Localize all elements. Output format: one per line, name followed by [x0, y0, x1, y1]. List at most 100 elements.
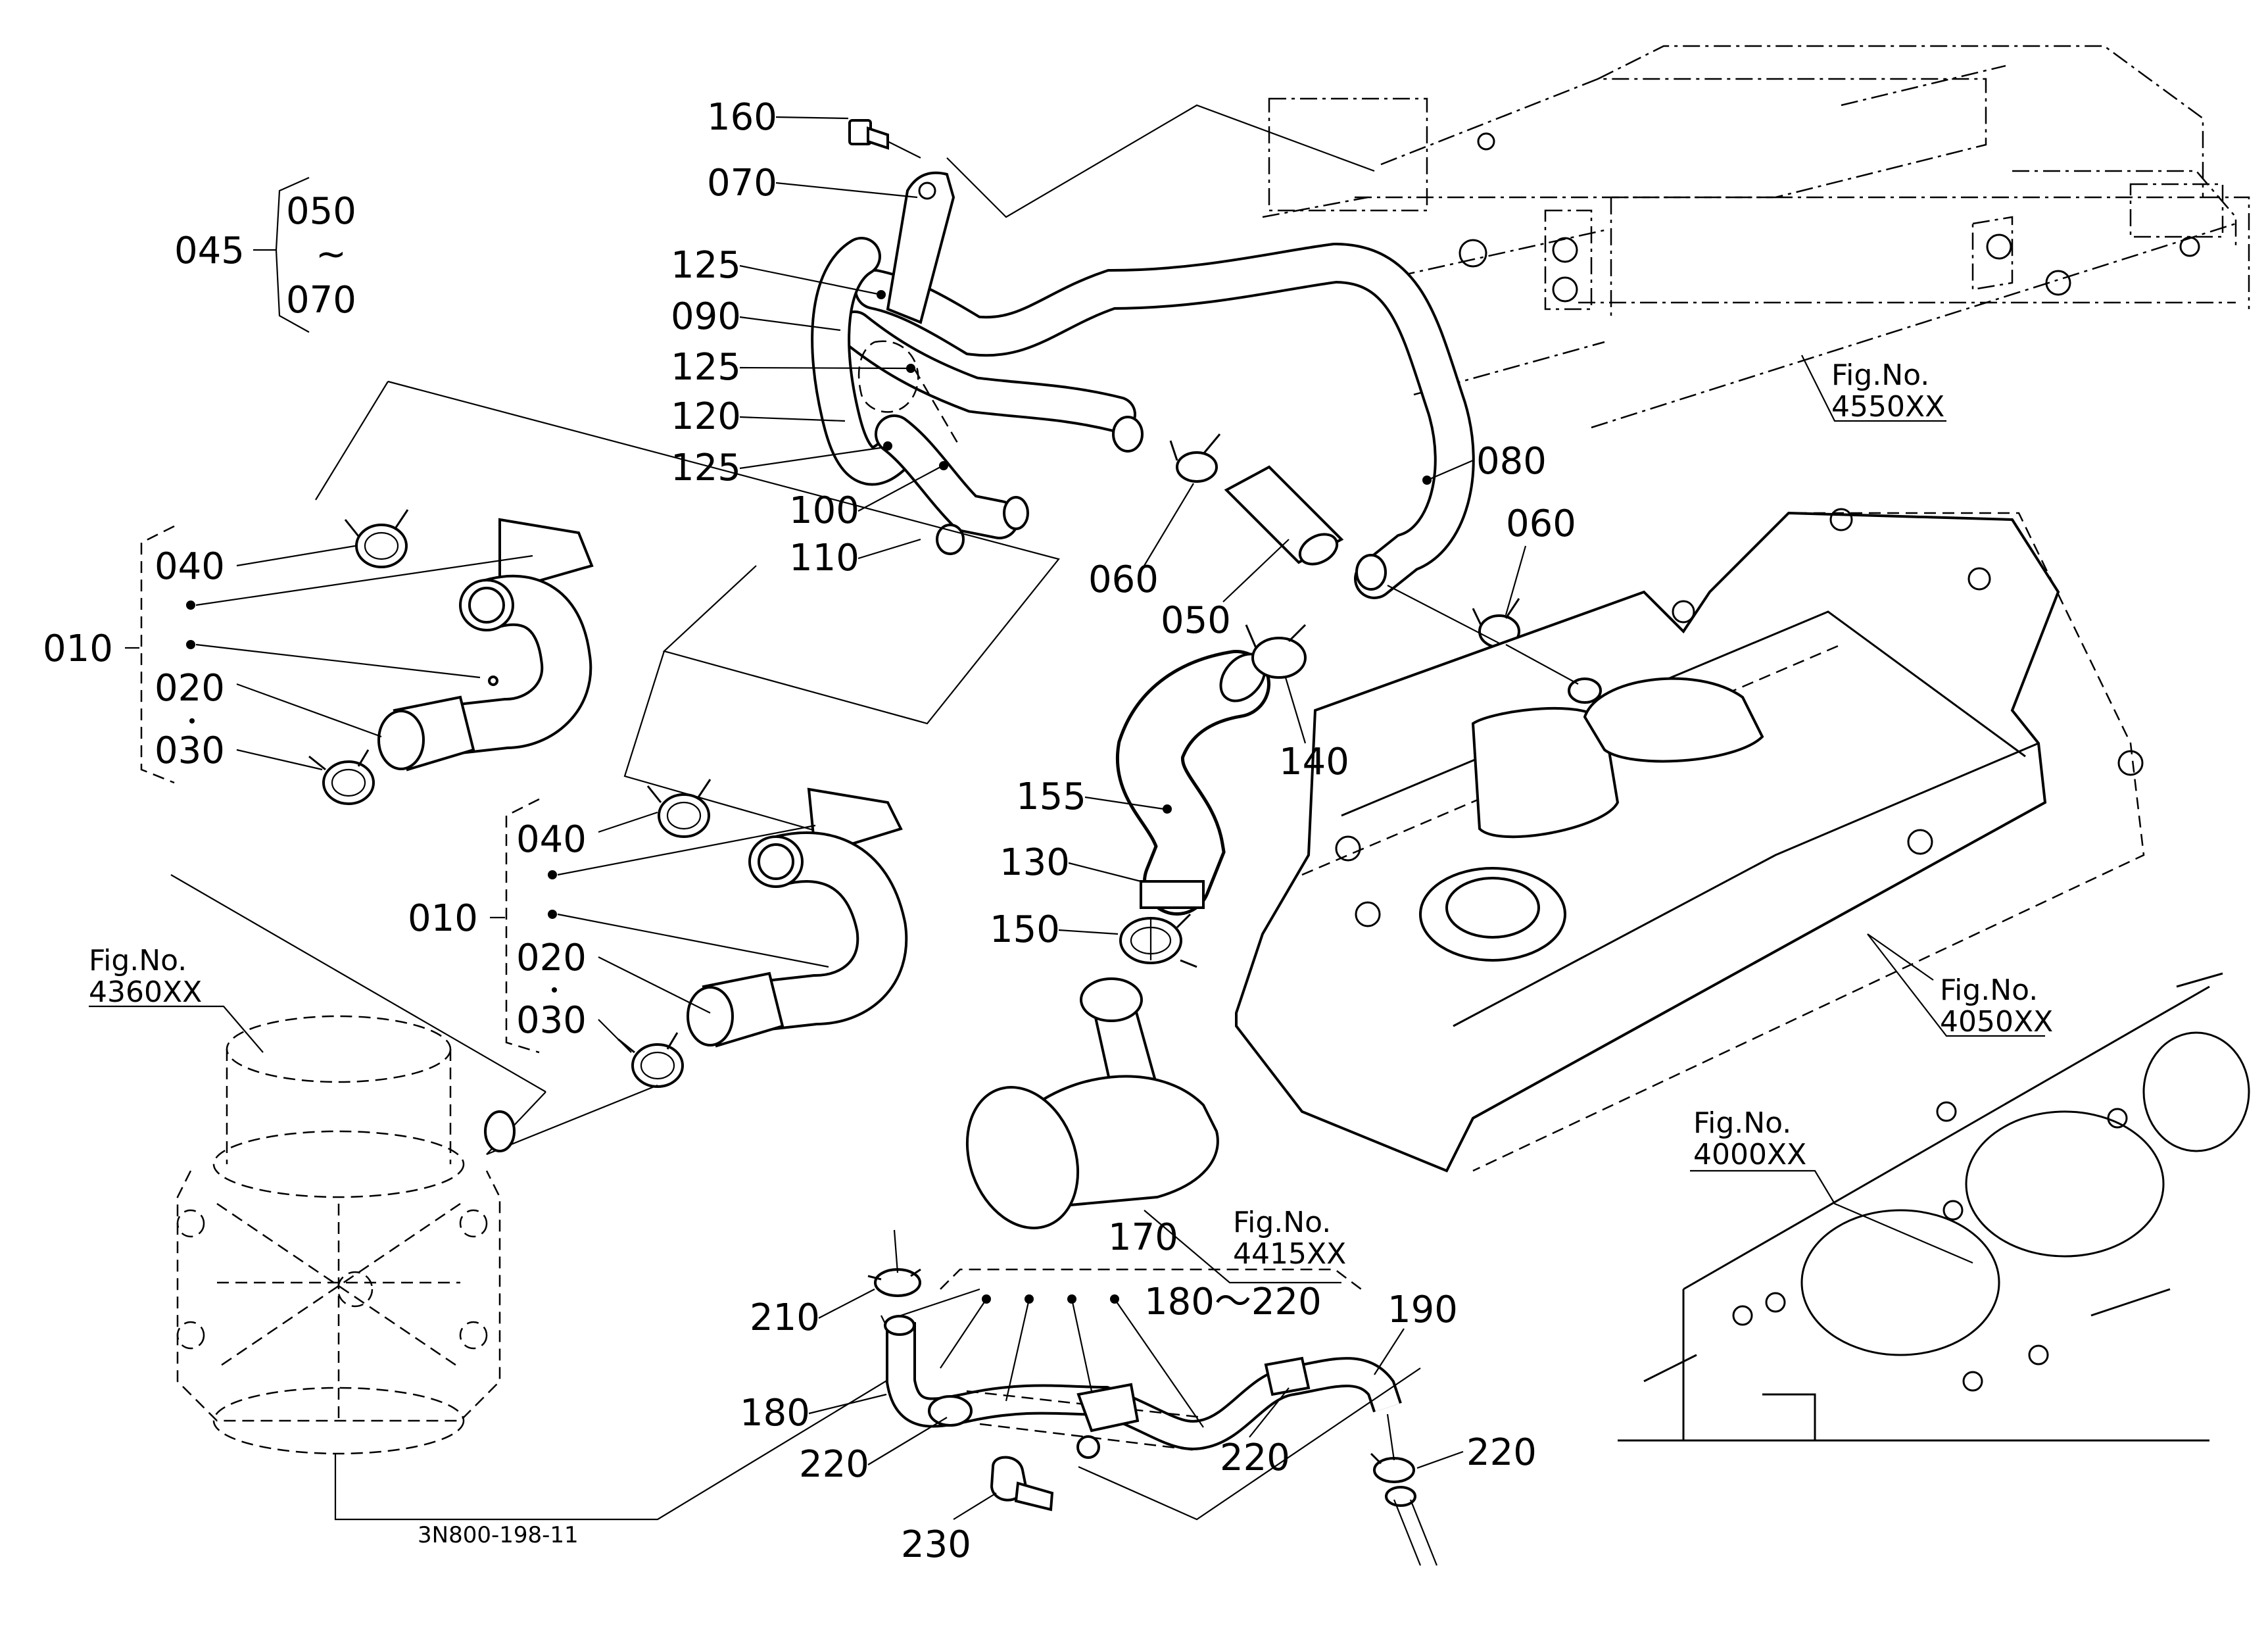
callout-140[interactable]: 140: [1279, 677, 1349, 783]
svg-text:010: 010: [43, 627, 113, 670]
hose-clamp: [646, 779, 712, 838]
svg-text:070: 070: [707, 162, 777, 205]
svg-text:130: 130: [1000, 841, 1070, 884]
svg-text:4550XX: 4550XX: [1831, 390, 1944, 424]
hose-clamp: [1119, 913, 1197, 968]
callout-120[interactable]: 120: [671, 395, 846, 438]
svg-text:080: 080: [1476, 440, 1547, 483]
svg-text:4415XX: 4415XX: [1233, 1237, 1346, 1271]
callout-125a[interactable]: 125: [671, 244, 886, 299]
svg-text:070: 070: [286, 279, 356, 322]
fig-ref-4360xx[interactable]: Fig.No. 4360XX: [89, 944, 264, 1053]
svg-text:030: 030: [155, 729, 225, 772]
hose-kit-010-lower: [617, 651, 908, 1088]
callout-050[interactable]: 050: [1161, 539, 1290, 642]
callout-210[interactable]: 210: [750, 1289, 875, 1339]
svg-text:090: 090: [671, 295, 741, 338]
svg-text:230: 230: [901, 1523, 971, 1566]
svg-text:155: 155: [1016, 775, 1086, 818]
svg-text:060: 060: [1088, 558, 1159, 601]
svg-text:100: 100: [789, 489, 859, 532]
callout-230[interactable]: 230: [901, 1492, 997, 1566]
group-045-bracket: 045 050 ~ 070: [174, 176, 356, 333]
hose-clamp: [617, 1032, 684, 1088]
callout-150[interactable]: 150: [990, 908, 1119, 951]
fig-ref-4415xx[interactable]: Fig.No. 4415XX: [1144, 1206, 1346, 1284]
svg-text:4360XX: 4360XX: [89, 975, 202, 1009]
svg-text:040: 040: [155, 545, 225, 588]
svg-text:Fig.No.: Fig.No.: [1831, 358, 1929, 392]
callout-070[interactable]: 070: [707, 162, 918, 205]
svg-text:125: 125: [671, 346, 741, 389]
separator-illustration: [170, 874, 909, 1521]
pipe-assembly: [811, 104, 1579, 685]
fig-ref-4050xx[interactable]: Fig.No. 4050XX: [1867, 933, 2053, 1039]
svg-text:160: 160: [707, 96, 777, 139]
svg-text:125: 125: [671, 244, 741, 287]
svg-text:030: 030: [516, 999, 587, 1042]
svg-text:180: 180: [740, 1392, 810, 1435]
fig-ref-4000xx[interactable]: Fig.No. 4000XX: [1690, 1106, 1973, 1264]
hose-clamp: [867, 1268, 921, 1297]
callout-080[interactable]: 080: [1422, 440, 1547, 485]
hose-clamp: [344, 509, 409, 568]
svg-text:Fig.No.: Fig.No.: [89, 944, 187, 977]
hose-kit-010-upper: [308, 380, 1060, 805]
svg-text:~: ~: [316, 233, 347, 276]
svg-text:125: 125: [671, 447, 741, 489]
callout-155[interactable]: 155: [1016, 775, 1172, 818]
callout-180[interactable]: 180: [740, 1392, 887, 1435]
callout-125b[interactable]: 125: [671, 346, 915, 389]
svg-text:4050XX: 4050XX: [1940, 1005, 2053, 1039]
svg-text:060: 060: [1506, 503, 1576, 545]
svg-text:050: 050: [1161, 599, 1231, 642]
drain-hose-illustration: [867, 1229, 1438, 1566]
hose-clamp: [1169, 433, 1221, 483]
callout-160[interactable]: 160: [707, 96, 849, 139]
callout-130[interactable]: 130: [1000, 841, 1142, 884]
callout-125c[interactable]: 125: [671, 441, 892, 489]
callout-100[interactable]: 100: [789, 461, 948, 532]
svg-text:220: 220: [1220, 1437, 1290, 1479]
callout-190[interactable]: 190: [1374, 1289, 1458, 1375]
frame-illustration: [1262, 45, 2250, 429]
hose-kit-010-upper-labels[interactable]: 010 040 020 030: [43, 525, 533, 784]
svg-text:Fig.No.: Fig.No.: [1693, 1106, 1791, 1140]
callout-220b[interactable]: 220: [1220, 1387, 1290, 1479]
callout-060b[interactable]: 060: [1505, 503, 1576, 616]
svg-text:120: 120: [671, 395, 741, 438]
bolt-160: [848, 119, 921, 159]
svg-text:020: 020: [516, 937, 587, 979]
hose-kit-010-lower-labels[interactable]: 010 040 020 030: [408, 798, 829, 1054]
svg-text:Fig.No.: Fig.No.: [1940, 973, 2038, 1007]
svg-text:040: 040: [516, 818, 587, 861]
svg-text:150: 150: [990, 908, 1060, 951]
bolt-230: [990, 1456, 1054, 1512]
svg-text:4000XX: 4000XX: [1693, 1138, 1806, 1171]
callout-220c[interactable]: 220: [1416, 1431, 1537, 1474]
fig-ref-4550xx[interactable]: Fig.No. 4550XX: [1801, 355, 1946, 424]
callout-090[interactable]: 090: [671, 295, 841, 338]
hose-clamp: [928, 1395, 973, 1427]
svg-text:110: 110: [789, 537, 859, 579]
hose-clamp: [1370, 1452, 1415, 1483]
svg-text:140: 140: [1279, 741, 1349, 783]
callout-060a[interactable]: 060: [1088, 483, 1194, 601]
svg-text:210: 210: [750, 1296, 820, 1339]
svg-text:190: 190: [1387, 1289, 1458, 1331]
svg-text:010: 010: [408, 897, 478, 940]
svg-text:220: 220: [1466, 1431, 1537, 1474]
svg-text:170: 170: [1108, 1216, 1178, 1259]
svg-text:180～220: 180～220: [1144, 1281, 1322, 1323]
callout-110[interactable]: 110: [789, 537, 921, 579]
svg-text:Fig.No.: Fig.No.: [1233, 1206, 1331, 1239]
intake-hose-illustration: [965, 624, 1307, 1229]
svg-text:020: 020: [155, 667, 225, 710]
svg-text:045: 045: [174, 230, 245, 272]
callout-220a[interactable]: 220: [799, 1417, 948, 1486]
svg-text:050: 050: [286, 190, 356, 233]
diagram-code: 3N800-198-11: [418, 1522, 579, 1548]
drain-hose-group-170[interactable]: 170 180～220: [940, 1216, 1362, 1428]
hose-clamp: [1245, 624, 1307, 679]
